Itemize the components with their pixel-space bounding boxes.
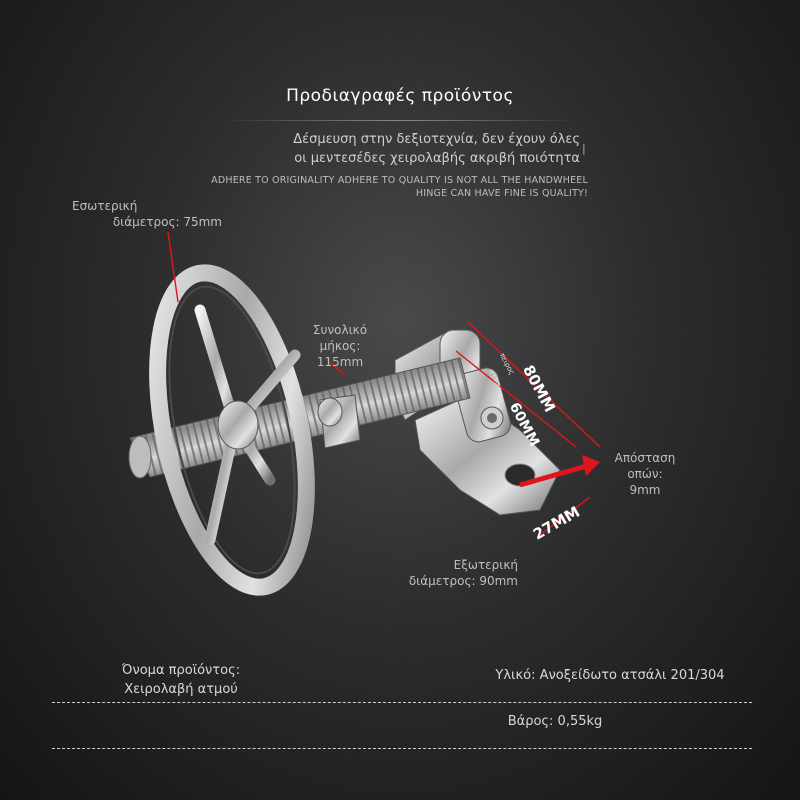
english-note-line-1: ADHERE TO ORIGINALITY ADHERE TO QUALITY … bbox=[211, 175, 588, 186]
text-cursor-icon: | bbox=[582, 142, 586, 155]
total-length-line-3: 115mm bbox=[316, 355, 364, 369]
product-name-value: Χειρολαβή ατμού bbox=[124, 682, 238, 697]
subtitle-line-1: Δέσμευση στην δεξιοτεχνία, δεν έχουν όλε… bbox=[293, 132, 580, 147]
divider-1 bbox=[52, 702, 752, 703]
product-name-label: Όνομα προϊόντος: bbox=[121, 663, 241, 678]
title-divider bbox=[220, 120, 580, 121]
outer-diameter-line-2: διάμετρος: 90mm bbox=[408, 574, 518, 588]
page-title: Προδιαγραφές προϊόντος bbox=[286, 86, 514, 106]
weight-info: Βάρος: 0,55kg bbox=[507, 714, 603, 729]
total-length-line-1: Συνολικό bbox=[312, 323, 368, 337]
total-length-line-2: μήκος: bbox=[319, 339, 361, 353]
total-length-label: Συνολικό μήκος: 115mm bbox=[300, 322, 380, 370]
hole-distance-line-3: 9mm bbox=[629, 483, 661, 497]
hole-distance-arrow bbox=[519, 455, 600, 488]
english-note: ADHERE TO ORIGINALITY ADHERE TO QUALITY … bbox=[150, 174, 600, 200]
subtitle: Δέσμευση στην δεξιοτεχνία, δεν έχουν όλε… bbox=[170, 130, 610, 168]
subtitle-line-2: οι μεντεσέδες χειρολαβής ακριβή ποιότητα bbox=[294, 151, 580, 166]
inner-diameter-label: Εσωτερική διάμετρος: 75mm bbox=[72, 198, 222, 230]
outer-diameter-line-1: Εξωτερική bbox=[453, 558, 518, 572]
product-name: Όνομα προϊόντος: Χειρολαβή ατμού bbox=[96, 661, 266, 699]
english-note-line-2: HINGE CAN HAVE FINE IS QUALITY! bbox=[415, 188, 588, 199]
dimension-lines bbox=[167, 231, 601, 536]
outer-diameter-label: Εξωτερική διάμετρος: 90mm bbox=[388, 557, 518, 589]
handwheel-ring bbox=[149, 264, 343, 596]
hole-distance-line-2: οπών: bbox=[627, 467, 663, 481]
hole-distance-line-1: Απόσταση bbox=[614, 451, 676, 465]
divider-2 bbox=[52, 748, 752, 749]
material-info: Υλικό: Ανοξείδωτο ατσάλι 201/304 bbox=[495, 668, 725, 683]
hinge-bracket bbox=[394, 329, 561, 516]
inner-diameter-line-2: διάμετρος: 75mm bbox=[112, 215, 222, 229]
inner-diameter-line-1: Εσωτερική bbox=[72, 199, 138, 213]
hole-distance-label: Απόσταση οπών: 9mm bbox=[600, 450, 690, 498]
